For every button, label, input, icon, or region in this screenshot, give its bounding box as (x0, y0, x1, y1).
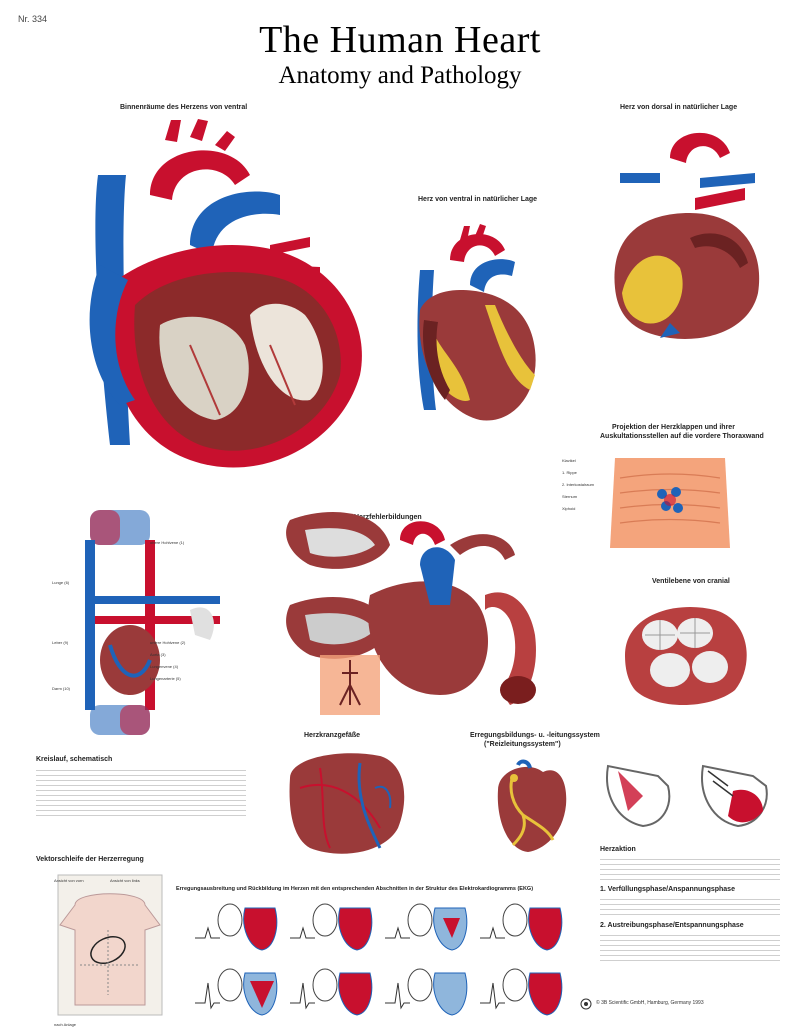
projection-label-5: Xiphoid (562, 506, 576, 511)
thorax-projection-illustration (610, 458, 730, 548)
vector-loop-illustration (57, 874, 163, 1016)
projection-label-2: 1. Rippe (562, 470, 577, 475)
phase-2-title: 2. Austreibungsphase/Entspannungsphase (600, 922, 744, 929)
heart-defects-illustration (286, 512, 536, 715)
circulation-schematic-illustration (85, 510, 220, 735)
large-heart-illustration (89, 119, 362, 468)
heart-action-description-text (600, 856, 780, 880)
conduction-system-illustration (497, 759, 567, 852)
footer-copyright: © 3B Scientific GmbH, Hamburg, Germany 1… (596, 1000, 704, 1006)
section-title-heart-action: Herzaktion (600, 846, 636, 853)
excitation-ekg-grid-illustration (195, 903, 563, 1016)
section-title-coronary: Herzkranzgefäße (304, 732, 361, 739)
vector-label-3: nach Anlage (54, 1022, 77, 1027)
heart-action-illustration (606, 764, 768, 828)
section-title-conduction-1: Erregungsbildungs- u. -leitungssystem (470, 732, 600, 739)
circulation-label-1: Lunge (6) (52, 580, 70, 585)
phase-2-text (600, 932, 780, 962)
coronary-illustration (289, 753, 405, 854)
section-title-vector-loop: Vektorschleife der Herzerregung (36, 856, 144, 863)
section-title-front-natural: Herz von ventral in natürlicher Lage (418, 196, 538, 203)
publisher-logo-icon (580, 998, 592, 1010)
vector-label-1: Ansicht von vorn (54, 878, 84, 883)
phase-1-text (600, 896, 780, 916)
poster-number: Nr. 334 (18, 14, 48, 24)
section-title-circulation: Kreislauf, schematisch (36, 756, 113, 763)
projection-label-1: Klavikel (562, 458, 576, 463)
projection-label-4: Sternum (562, 494, 578, 499)
section-title-projection-1: Projektion der Herzklappen und ihrer (612, 424, 735, 431)
section-title-conduction-2: ("Reizleitungssystem") (484, 741, 561, 748)
circulation-label-6: Aorta (3) (150, 652, 166, 657)
circulation-label-5: untere Hohlvene (2) (150, 640, 186, 645)
circulation-label-4: obere Hohlvene (1) (150, 540, 185, 545)
circulation-description-text (36, 767, 246, 817)
circulation-label-3: Darm (10) (52, 686, 71, 691)
circulation-label-8: Lungenarterie (5) (150, 676, 181, 681)
valve-plane-illustration (625, 607, 747, 705)
section-title-valve-plane: Ventilebene von cranial (652, 578, 730, 585)
projection-label-3: 2. Interkostalraum (562, 482, 595, 487)
section-title-heart-defects: Herzfehlerbildungen (354, 514, 422, 521)
circulation-label-2: Leber (9) (52, 640, 69, 645)
section-title-projection-2: Auskultationsstellen auf die vordere Tho… (600, 433, 764, 440)
phase-1-title: 1. Verfüllungsphase/Anspannungsphase (600, 886, 735, 893)
dorsal-heart-illustration (614, 132, 760, 339)
section-title-excitation: Erregungsausbreitung und Rückbildung im … (176, 886, 534, 892)
section-title-dorsal-natural: Herz von dorsal in natürlicher Lage (620, 104, 738, 111)
front-heart-illustration (417, 224, 536, 421)
poster-title: The Human Heart (259, 19, 541, 61)
poster-subtitle: Anatomy and Pathology (278, 62, 522, 89)
vector-label-2: Ansicht von links (110, 878, 140, 883)
circulation-label-7: Lungenvene (4) (150, 664, 179, 669)
section-title-front-interior: Binnenräume des Herzens von ventral (120, 104, 248, 111)
